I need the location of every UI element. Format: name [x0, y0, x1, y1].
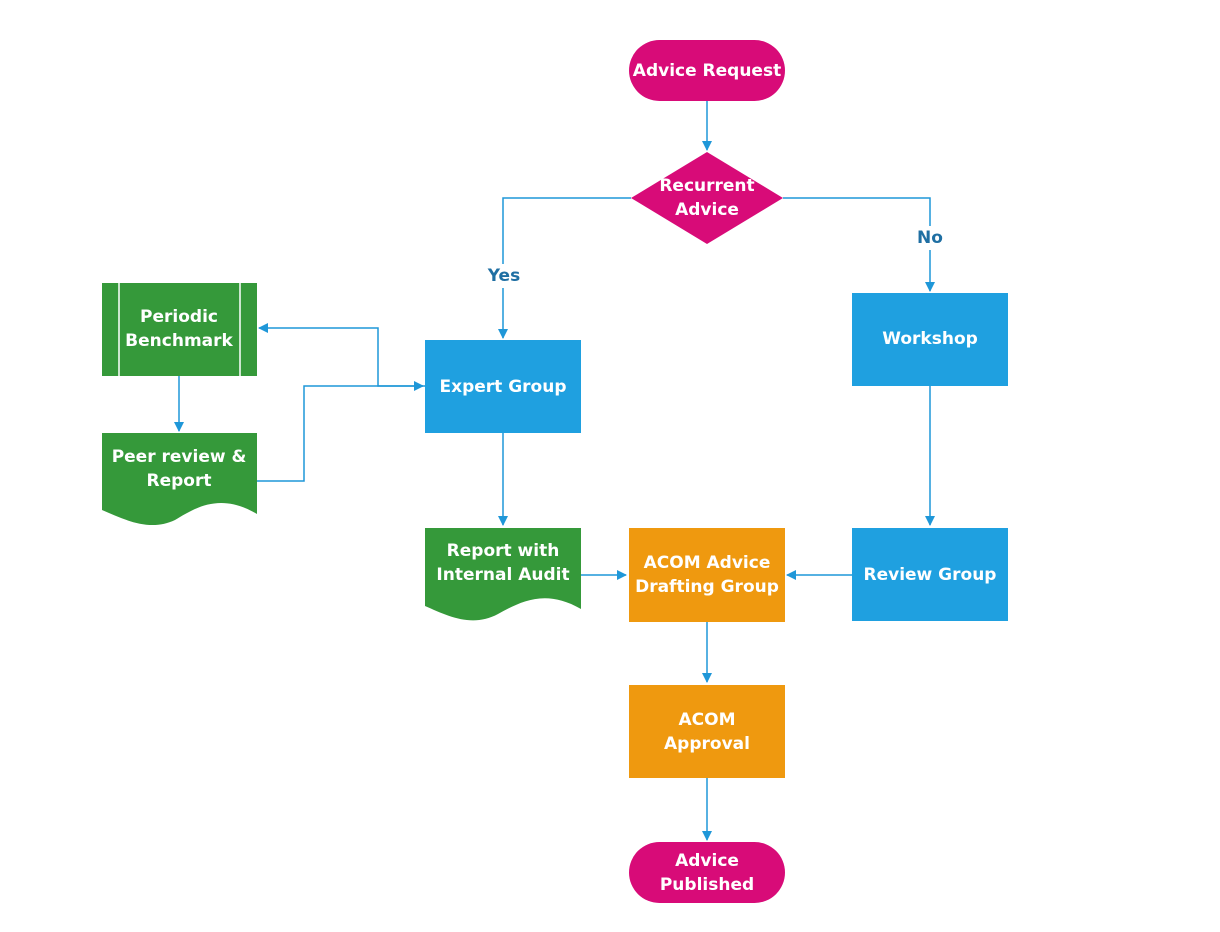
acom-drafting-label-line1: ACOM Advice — [644, 553, 771, 573]
acom-drafting-label-line2: Drafting Group — [635, 577, 779, 597]
acom-drafting-node[interactable]: ACOM Advice Drafting Group — [629, 528, 785, 622]
acom-approval-label-line2: Approval — [664, 734, 750, 754]
recurrent-advice-label-line2: Advice — [675, 200, 739, 220]
edge-peer-review-to-expert — [257, 381, 424, 482]
periodic-benchmark-label-line2: Benchmark — [125, 331, 233, 351]
edge-decision-no-to-workshop — [783, 197, 935, 292]
edge-expert-to-benchmark — [258, 323, 425, 387]
periodic-benchmark-node[interactable]: Periodic Benchmark — [102, 283, 257, 376]
expert-group-node[interactable]: Expert Group — [425, 340, 581, 433]
yes-label: Yes — [487, 266, 520, 286]
review-group-label: Review Group — [864, 565, 997, 585]
acom-approval-node[interactable]: ACOM Approval — [629, 685, 785, 778]
review-group-node[interactable]: Review Group — [852, 528, 1008, 621]
no-label: No — [917, 228, 943, 248]
advice-request-label: Advice Request — [633, 61, 781, 81]
periodic-benchmark-label-line1: Periodic — [140, 307, 218, 327]
report-internal-audit-label-line1: Report with — [447, 541, 560, 561]
no-label-bg — [912, 226, 948, 250]
workshop-label: Workshop — [882, 329, 978, 349]
report-internal-audit-node[interactable]: Report with Internal Audit — [425, 528, 581, 621]
expert-group-label: Expert Group — [440, 377, 567, 397]
advice-published-node[interactable]: Advice Published — [629, 842, 785, 903]
connectors — [174, 101, 935, 841]
advice-request-node[interactable]: Advice Request — [629, 40, 785, 101]
peer-review-node[interactable]: Peer review & Report — [102, 433, 257, 526]
acom-approval-label-line1: ACOM — [678, 710, 735, 730]
report-internal-audit-label-line2: Internal Audit — [436, 565, 569, 585]
recurrent-advice-decision[interactable]: Recurrent Advice — [631, 152, 783, 244]
advice-published-label-line2: Published — [660, 875, 754, 895]
peer-review-label-line2: Report — [147, 471, 212, 491]
yes-label-bg — [484, 264, 524, 288]
advice-published-label-line1: Advice — [675, 851, 739, 871]
workshop-node[interactable]: Workshop — [852, 293, 1008, 386]
peer-review-label-line1: Peer review & — [112, 447, 247, 467]
edge-decision-yes-to-expert — [498, 197, 631, 339]
recurrent-advice-label-line1: Recurrent — [659, 176, 754, 196]
